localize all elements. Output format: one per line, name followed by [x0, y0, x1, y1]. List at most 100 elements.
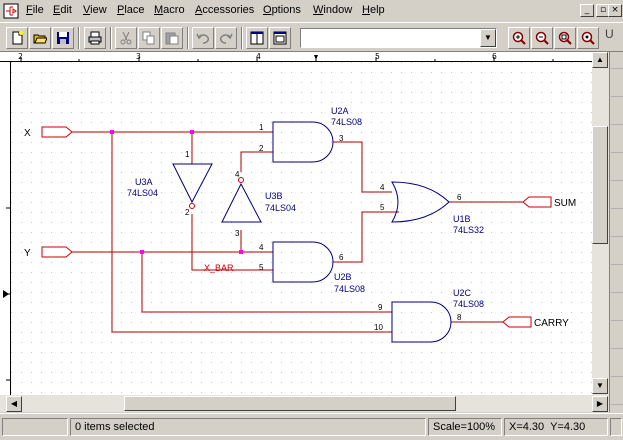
new-button[interactable]	[6, 27, 28, 49]
wire-y-carry	[141, 252, 392, 313]
palette-tool[interactable]	[611, 110, 623, 125]
zoom-in-button[interactable]	[508, 27, 530, 49]
junction	[110, 130, 114, 134]
palette-tool[interactable]	[611, 138, 623, 153]
open-icon	[33, 34, 47, 44]
menu-window[interactable]: Window	[313, 4, 353, 16]
redo-button[interactable]	[215, 27, 237, 49]
scroll-right-button[interactable]: ▶	[592, 396, 608, 412]
wires	[72, 131, 523, 333]
schematic-canvas[interactable]: X Y SUM CARRY U2A 74LS08 U3A 74LS04 U3B …	[11, 62, 592, 395]
scroll-up-button[interactable]: ▲	[592, 52, 608, 68]
copy-button[interactable]	[138, 27, 160, 49]
status-bar: 0 items selected Scale=100% X=4.30 Y=4.3…	[0, 413, 623, 440]
scroll-left-button[interactable]: ◀	[6, 396, 22, 412]
chevron-down-icon: ▼	[484, 33, 492, 42]
port-y[interactable]	[41, 246, 73, 258]
paste-button[interactable]	[161, 27, 183, 49]
minimize-button[interactable]: _	[580, 4, 594, 17]
ruler-label: 3	[136, 52, 141, 61]
zoom-area-icon	[558, 31, 572, 45]
gate-u3a[interactable]	[172, 163, 213, 204]
arrow-up-icon: ▲	[596, 55, 604, 64]
redo-icon	[219, 33, 233, 44]
menu-file[interactable]: File	[26, 4, 44, 16]
port-carry-label: CARRY	[534, 318, 569, 329]
zoom-out-button[interactable]	[531, 27, 553, 49]
toolbar: U	[0, 22, 623, 52]
menu-edit[interactable]: Edit	[53, 4, 72, 16]
vertical-scroll-thumb[interactable]	[592, 126, 608, 244]
arrow-left-icon: ◀	[10, 399, 18, 408]
app-icon[interactable]	[3, 3, 19, 19]
palette-tool[interactable]	[611, 278, 623, 293]
arrow-down-icon: ▼	[596, 381, 604, 390]
menu-view[interactable]: View	[83, 4, 107, 16]
gate-u1b[interactable]	[391, 181, 450, 223]
menu-macro[interactable]: Macro	[154, 4, 185, 16]
tool-palette	[609, 52, 623, 412]
palette-tool[interactable]	[611, 222, 623, 237]
gate-u2b[interactable]	[272, 241, 334, 283]
gate-u2a[interactable]	[272, 121, 334, 163]
wire-u2a-out	[333, 141, 392, 193]
junction	[239, 250, 243, 254]
palette-tool[interactable]	[611, 194, 623, 209]
schematic[interactable]: X Y SUM CARRY U2A 74LS08 U3A 74LS04 U3B …	[11, 62, 592, 395]
cut-button[interactable]	[115, 27, 137, 49]
window-view-button[interactable]	[269, 27, 291, 49]
port-sum[interactable]	[522, 196, 552, 208]
zoom-out-icon	[535, 31, 549, 45]
menu-help[interactable]: Help	[362, 4, 385, 16]
u2a-value: 74LS08	[331, 117, 362, 127]
menu-place[interactable]: Place	[117, 4, 145, 16]
open-button[interactable]	[29, 27, 51, 49]
save-button[interactable]	[52, 27, 74, 49]
status-panel-empty	[2, 418, 68, 436]
palette-tool[interactable]	[611, 390, 623, 405]
port-y-label: Y	[24, 248, 31, 259]
split-view-icon	[250, 31, 264, 45]
pin-number: 4	[235, 170, 240, 179]
palette-tool[interactable]	[611, 362, 623, 377]
undo-button[interactable]	[192, 27, 214, 49]
junctions	[110, 130, 243, 254]
gates	[172, 121, 452, 343]
port-sum-label: SUM	[554, 198, 576, 209]
horizontal-scrollbar[interactable]: ◀ ▶	[0, 395, 609, 412]
u1b-value: 74LS32	[453, 225, 484, 235]
zoom-area-button[interactable]	[554, 27, 576, 49]
palette-tool[interactable]	[611, 306, 623, 321]
u2c-value: 74LS08	[453, 299, 484, 309]
menu-options[interactable]: Options	[263, 4, 301, 16]
palette-tool[interactable]	[611, 166, 623, 181]
pin-number: 5	[380, 203, 385, 212]
status-scale: Scale=100%	[428, 418, 502, 436]
pin-numbers: 1 2 3 1 2 4 3 4 5 6 4 5 6 9 10 8	[185, 123, 462, 332]
combo-dropdown-button[interactable]: ▼	[480, 29, 496, 47]
palette-tool[interactable]	[611, 334, 623, 349]
palette-tool[interactable]	[611, 82, 623, 97]
gate-u3b[interactable]	[221, 182, 262, 223]
part-combo[interactable]: ▼	[300, 28, 497, 48]
pin-number: 10	[374, 323, 383, 332]
pin-number: 8	[457, 313, 462, 322]
zoom-all-button[interactable]	[577, 27, 599, 49]
wire-ybar	[240, 151, 273, 172]
ruler-label: 6	[492, 52, 497, 61]
close-button[interactable]: ×	[608, 4, 622, 17]
net-label-xbar: X_BAR	[204, 263, 234, 273]
vertical-scrollbar[interactable]: ▲ ▼	[592, 52, 609, 395]
ports	[41, 126, 552, 328]
horizontal-scroll-thumb[interactable]	[124, 396, 456, 411]
split-view-button[interactable]	[246, 27, 268, 49]
port-carry[interactable]	[502, 316, 532, 328]
palette-tool[interactable]	[611, 250, 623, 265]
menu-accessories[interactable]: Accessories	[195, 4, 255, 16]
port-x[interactable]	[41, 126, 73, 138]
palette-tool[interactable]	[611, 54, 623, 69]
gate-u2c[interactable]	[391, 301, 452, 343]
print-button[interactable]	[84, 27, 106, 49]
ruler-label: 2	[18, 52, 23, 61]
scroll-down-button[interactable]: ▼	[592, 378, 608, 394]
